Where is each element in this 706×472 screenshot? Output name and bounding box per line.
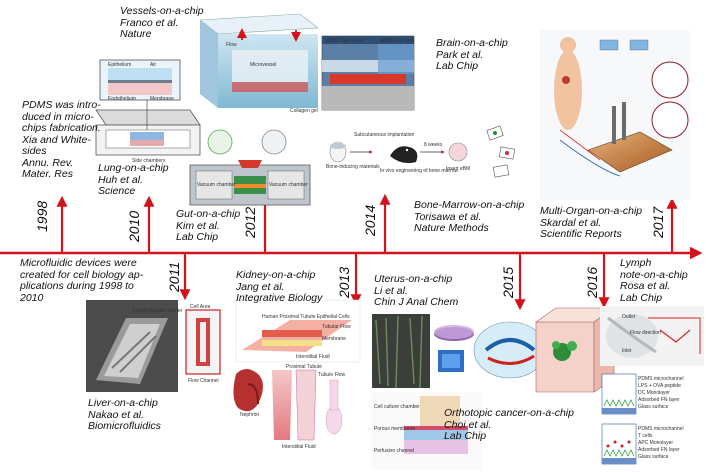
caption-lung: Lung-on-a-chip Huh et al. Science bbox=[98, 162, 169, 197]
vessel-flow-label: Flow bbox=[226, 42, 237, 48]
brain-side-view-label: μBBB Side View bbox=[326, 38, 363, 44]
liver-chip-figure bbox=[86, 300, 221, 392]
caption-pdms: PDMS was intro- duced in micro- chips fa… bbox=[22, 99, 101, 180]
kidney-chip-figure bbox=[233, 299, 361, 441]
liver-barrier-label: Endothelial-like Barrier bbox=[132, 308, 183, 314]
caption-kidney: Kidney-on-a-chip Jang et al. Integrative… bbox=[236, 269, 323, 304]
uterus-porous-label: Porous membrane bbox=[374, 426, 415, 432]
bone-step5-label: Insert eBM bbox=[446, 166, 470, 172]
gut-vacuum-left-label: Vacuum chamber bbox=[197, 182, 236, 188]
year-2016: 2016 bbox=[584, 266, 600, 298]
caption-brain: Brain-on-a-chip Park et al. Lab Chip bbox=[436, 37, 508, 72]
lymph-node-figure bbox=[600, 306, 704, 465]
year-2010: 2010 bbox=[126, 210, 142, 242]
lymph-legend-10: Glass surface bbox=[638, 454, 669, 460]
vessel-microvessel-label: Microvessel bbox=[250, 62, 276, 68]
vessel-collagen-label: Collagen gel bbox=[290, 108, 318, 114]
kidney-title-label: Human Proximal Tubule Epithelial Cells bbox=[262, 314, 350, 320]
bone-marrow-figure bbox=[329, 125, 516, 178]
lung-chip-figure bbox=[95, 59, 201, 156]
caption-liver: Liver-on-a-chip Nakao et al. Biomicroflu… bbox=[88, 397, 161, 432]
kidney-fluid-label: Interstitial Fluid bbox=[296, 354, 330, 360]
lung-membrane-label: Membrane bbox=[150, 96, 174, 102]
bone-step4-label: 8 weeks bbox=[424, 142, 443, 148]
lung-epithelium-label: Epithelium bbox=[108, 62, 131, 68]
year-2014: 2014 bbox=[362, 204, 378, 236]
gut-vacuum-right-label: Vacuum chamber bbox=[269, 182, 308, 188]
lymph-outlet-label: Outlet bbox=[622, 314, 636, 320]
year-1998: 1998 bbox=[34, 200, 50, 232]
caption-uterus: Uterus-on-a-chip Li et al. Chin J Anal C… bbox=[374, 273, 459, 308]
lymph-legend-7: T cells bbox=[638, 433, 653, 439]
uterus-chamber-label: Cell culture chamber bbox=[374, 404, 420, 410]
lymph-legend-8: APC Monolayer bbox=[638, 440, 673, 446]
liver-cell-area-label: Cell Area bbox=[190, 304, 211, 310]
brain-top-view-label: μBBB Top View bbox=[380, 38, 415, 44]
gut-chip-figure bbox=[189, 129, 311, 206]
kidney-interstitial-label: Interstitial Fluid bbox=[282, 444, 316, 450]
vessels-chip-figure bbox=[199, 13, 319, 108]
kidney-proximal-label: Proximal Tubule bbox=[286, 364, 322, 370]
lymph-legend-5: Glass surface bbox=[638, 404, 669, 410]
caption-bone-marrow: Bone-Marrow-on-a-chip Torisawa et al. Na… bbox=[414, 199, 525, 234]
uterus-perfusion-label: Perfusion channel bbox=[374, 448, 414, 454]
lymph-legend-3: DC Monolayer bbox=[638, 390, 670, 396]
caption-lymph-node: Lymph note-on-a-chip Rosa et al. Lab Chi… bbox=[620, 257, 688, 304]
caption-gut: Gut-on-a-chip Kim et al. Lab Chip bbox=[176, 208, 241, 243]
lung-endothelium-label: Endothelium bbox=[108, 96, 136, 102]
brain-chip-figure bbox=[321, 35, 415, 111]
lymph-legend-1: PDMS microchannel bbox=[638, 376, 684, 382]
caption-vessels: Vessels-on-a-chip Franco et al. Nature bbox=[120, 5, 204, 40]
year-2017: 2017 bbox=[650, 206, 666, 238]
caption-orthotopic: Orthotopic cancer-on-a-chip Choi et al. … bbox=[444, 407, 574, 442]
year-2011: 2011 bbox=[166, 261, 182, 292]
lymph-legend-9: Adsorbed FN layer bbox=[638, 447, 680, 453]
liver-flow-channel-label: Flow Channel bbox=[188, 378, 219, 384]
lymph-flow-label: Flow direction bbox=[630, 330, 661, 336]
cancer-chip-figure bbox=[473, 307, 615, 393]
bone-step2-label: Subcutaneous implantation bbox=[354, 132, 415, 138]
year-2013: 2013 bbox=[336, 266, 352, 298]
bone-step3-label: In vivo engineering of bone marrow bbox=[380, 168, 458, 174]
lung-side-chambers-label: Side chambers bbox=[132, 158, 166, 164]
caption-microfluidic: Microfluidic devices were created for ce… bbox=[20, 257, 144, 304]
kidney-flow-label: Tubular Flow bbox=[322, 324, 351, 330]
bone-step1-label: Bone-inducing materials bbox=[326, 164, 380, 170]
caption-multi-organ: Multi-Organ-on-a-chip Skardal et al. Sci… bbox=[540, 205, 643, 240]
lymph-legend-4: Adsorbed FN layer bbox=[638, 397, 680, 403]
kidney-tubule-flow-label: Tubule Flow bbox=[318, 372, 345, 378]
uterus-chip-figure bbox=[372, 314, 482, 470]
lymph-inlet-label: Inlet bbox=[622, 348, 632, 354]
kidney-nephron-label: Nephron bbox=[240, 412, 259, 418]
lung-air-label: Air bbox=[150, 62, 156, 68]
lymph-legend-2: LPS + OVA peptide bbox=[638, 383, 681, 389]
kidney-membrane-label: Membrane bbox=[322, 336, 346, 342]
multi-organ-figure bbox=[540, 30, 690, 200]
year-2015: 2015 bbox=[500, 266, 516, 298]
lymph-legend-6: PDMS microchannel bbox=[638, 426, 684, 432]
year-2012: 2012 bbox=[242, 206, 258, 238]
